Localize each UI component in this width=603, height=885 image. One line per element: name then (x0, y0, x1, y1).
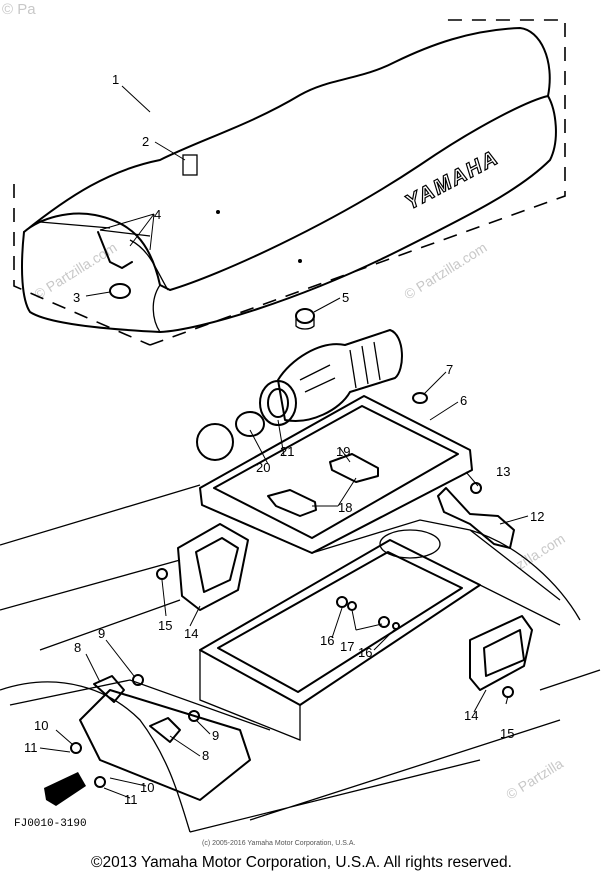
part-14-handle-lower (469, 615, 533, 691)
drawing-code: FJ0010-3190 (14, 818, 87, 830)
label-2: 2 (142, 134, 149, 149)
part-5-nut (295, 308, 315, 324)
seat-cover: YAMAHA (21, 27, 557, 333)
label-6: 6 (460, 393, 467, 408)
watermarks: © Pa © Partzilla.com © Partzilla.com zil… (2, 1, 568, 803)
air-box-assembly (196, 329, 473, 554)
part-labels: 1 2 4 3 5 7 6 19 21 20 13 18 12 15 14 9 … (24, 72, 544, 807)
label-10-lower: 10 (140, 780, 154, 795)
label-9-lower: 9 (212, 728, 219, 743)
part-3-fastener (109, 283, 131, 299)
watermark-right-upper: © Partzilla.com (401, 239, 489, 303)
label-16-left: 16 (320, 633, 334, 648)
label-12: 12 (530, 509, 544, 524)
label-14-upper: 14 (184, 626, 198, 641)
watermark-top-left: © Pa (2, 1, 36, 18)
label-13: 13 (496, 464, 510, 479)
footer-copyright: ©2013 Yamaha Motor Corporation, U.S.A. A… (91, 854, 512, 871)
label-21: 21 (280, 444, 294, 459)
watermark-right-lower: zilla.com (513, 530, 568, 572)
label-10-left: 10 (34, 718, 48, 733)
part-12-bracket (437, 487, 515, 549)
label-7: 7 (446, 362, 453, 377)
label-15-lower: 15 (500, 726, 514, 741)
fasteners (44, 482, 514, 806)
label-8-lower: 8 (202, 748, 209, 763)
label-11-left: 11 (24, 740, 38, 755)
leader-lines (39, 85, 529, 799)
label-8-upper: 8 (74, 640, 81, 655)
part-14-handle-upper (177, 523, 249, 611)
label-4: 4 (154, 207, 161, 222)
small-copyright: (c) 2005-2016 Yamaha Motor Corporation, … (202, 840, 355, 847)
label-1: 1 (112, 72, 119, 87)
label-18: 18 (338, 500, 352, 515)
label-5: 5 (342, 290, 349, 305)
watermark-bottom-right: © Partzilla (503, 755, 566, 803)
label-3: 3 (73, 290, 80, 305)
hull (0, 484, 601, 833)
label-19: 19 (336, 444, 350, 459)
label-17: 17 (340, 639, 354, 654)
label-11-lower: 11 (124, 792, 138, 807)
label-16-right: 16 (358, 645, 372, 660)
label-15-upper: 15 (158, 618, 172, 633)
part-7-bolt (412, 392, 428, 404)
label-14-lower: 14 (464, 708, 478, 723)
label-20: 20 (256, 460, 270, 475)
label-9-upper: 9 (98, 626, 105, 641)
